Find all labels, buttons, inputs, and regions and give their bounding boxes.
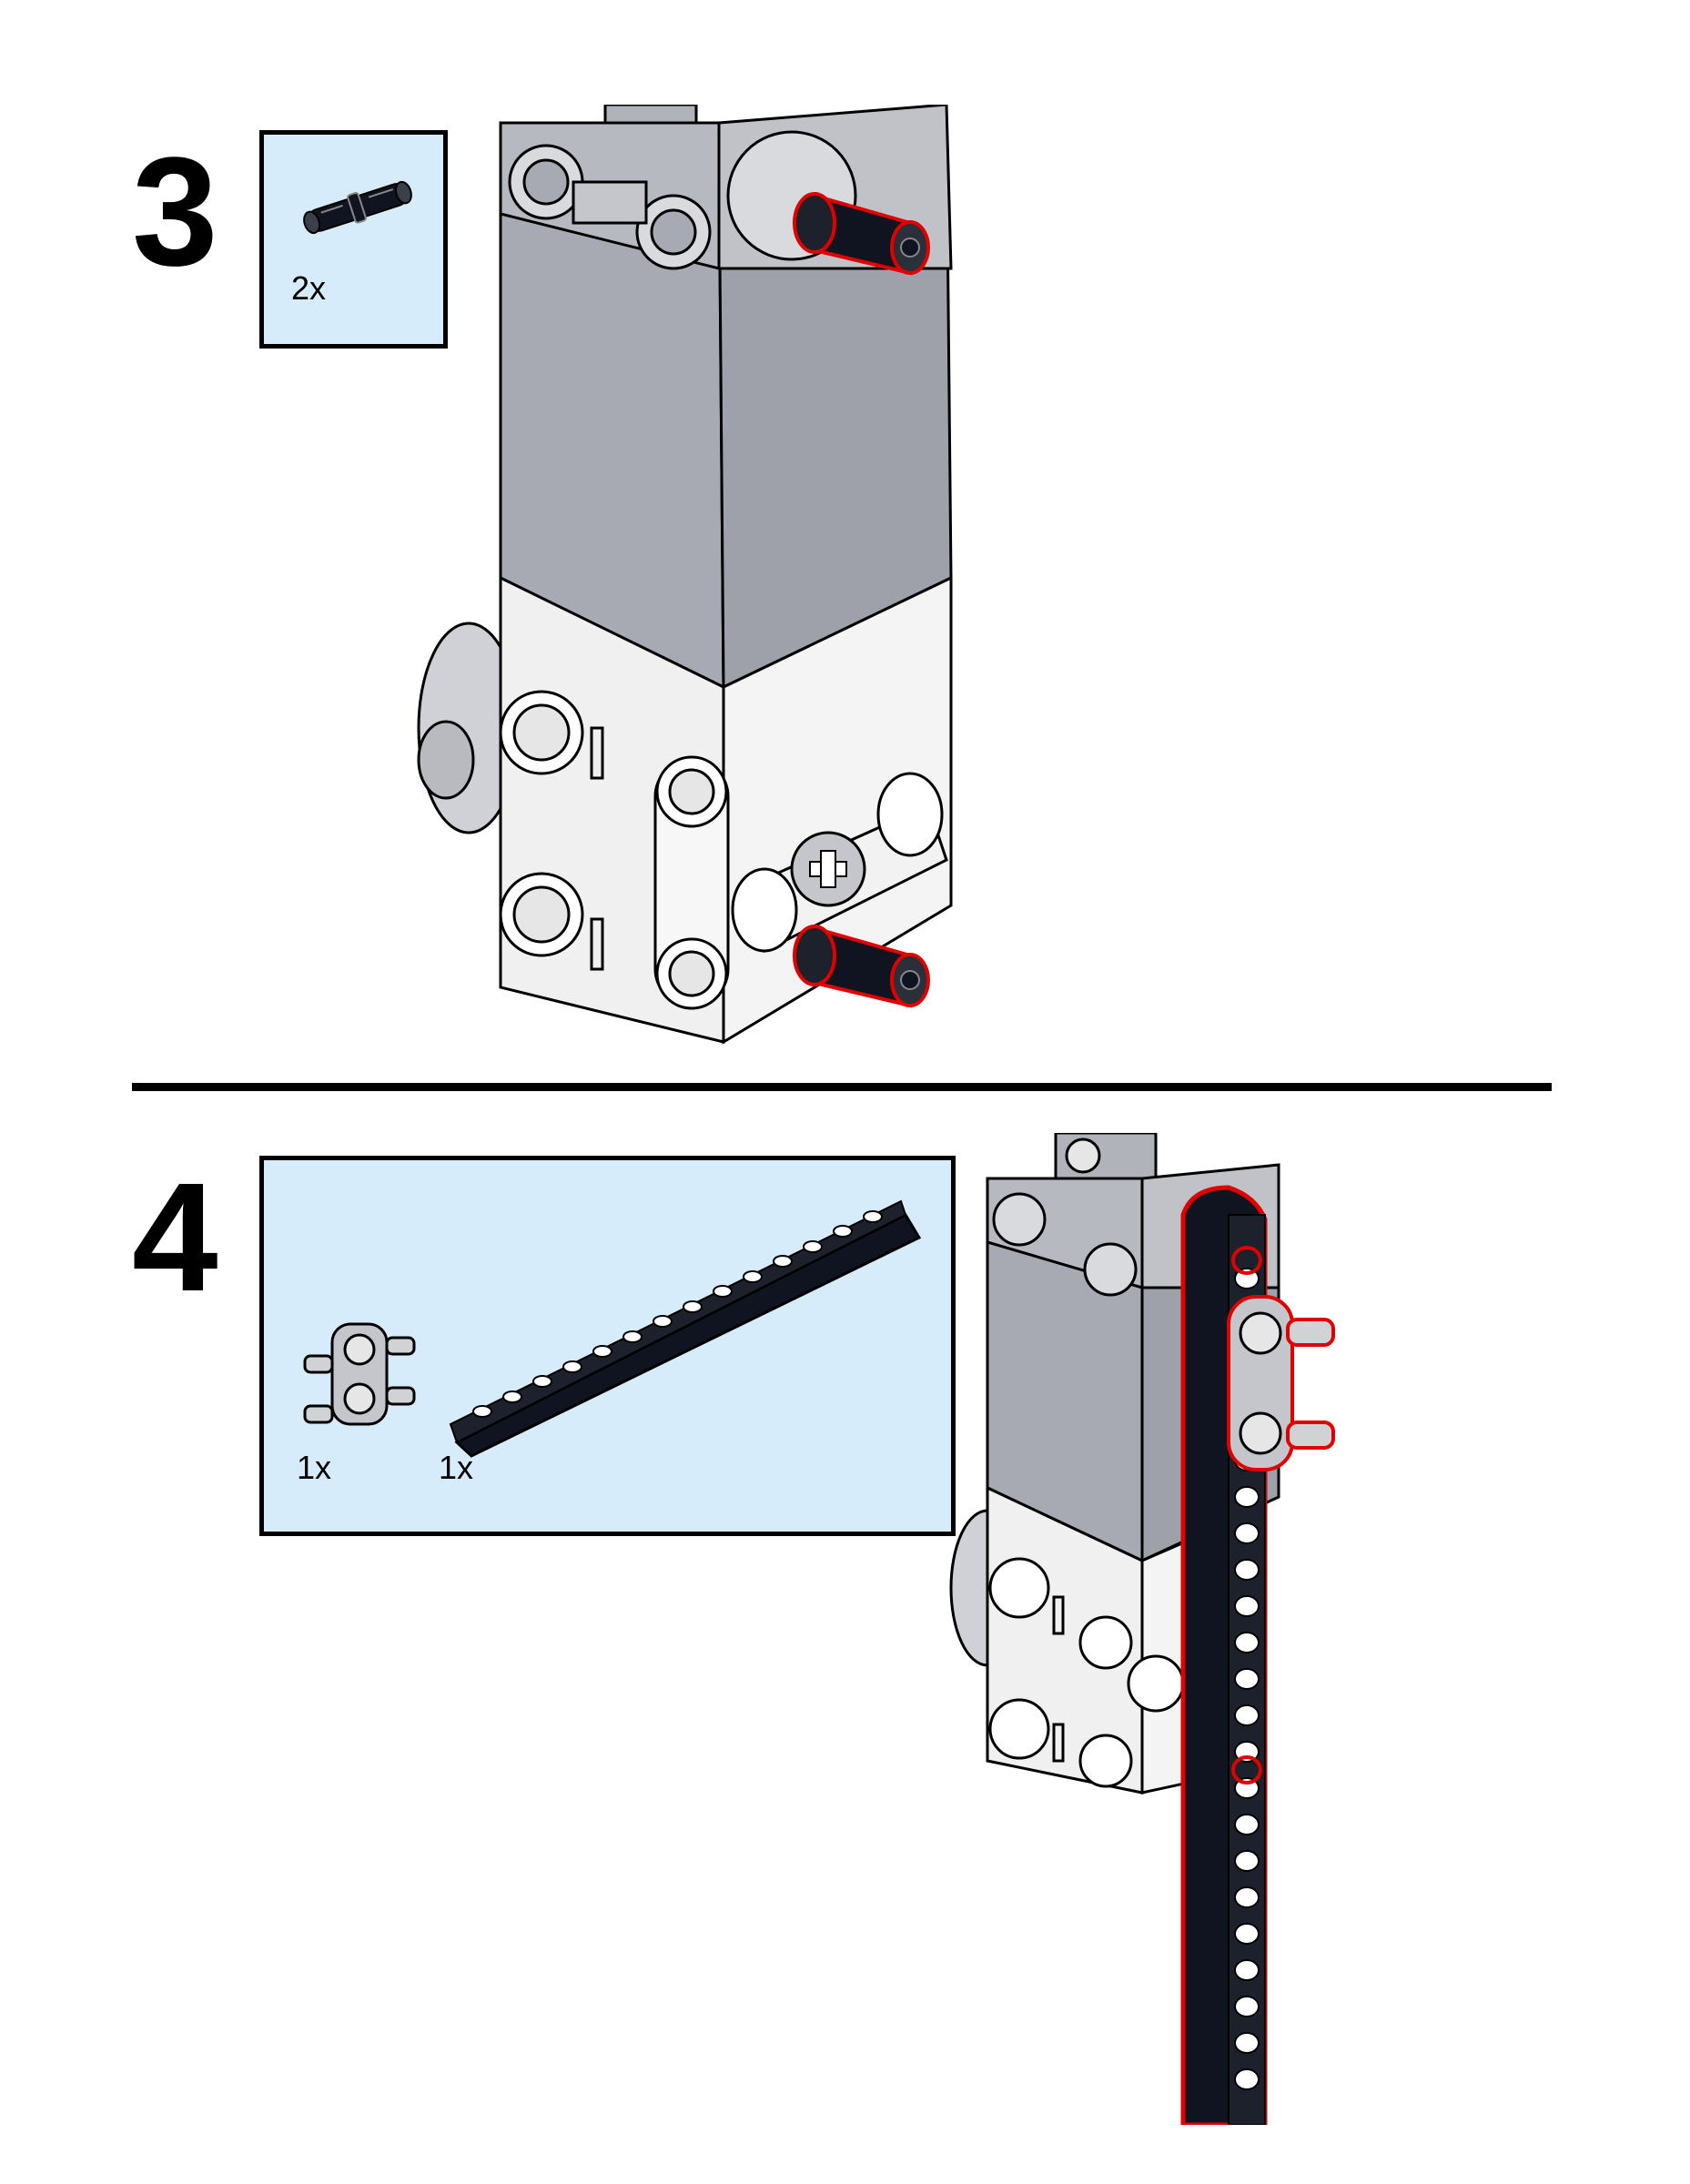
- assembly-illustration: [417, 105, 953, 1045]
- step-number: 4: [132, 1151, 218, 1324]
- part-quantity: 2x: [291, 269, 327, 307]
- part-quantity: 1x: [439, 1449, 474, 1486]
- beam-icon: [449, 1199, 922, 1458]
- step-number: 3: [132, 126, 218, 298]
- pin-icon: [303, 180, 412, 235]
- double-pin-connector-icon: [303, 1322, 416, 1426]
- highlighted-pin-top: [793, 192, 930, 276]
- parts-callout: 2x: [259, 130, 448, 349]
- highlighted-pin-bottom: [793, 925, 930, 1008]
- highlighted-connector: [1227, 1295, 1335, 1471]
- parts-callout: 1x 1x: [259, 1156, 956, 1536]
- part-quantity: 1x: [297, 1449, 332, 1486]
- step-divider: [132, 1083, 1552, 1091]
- assembly-illustration: [949, 1133, 1335, 2125]
